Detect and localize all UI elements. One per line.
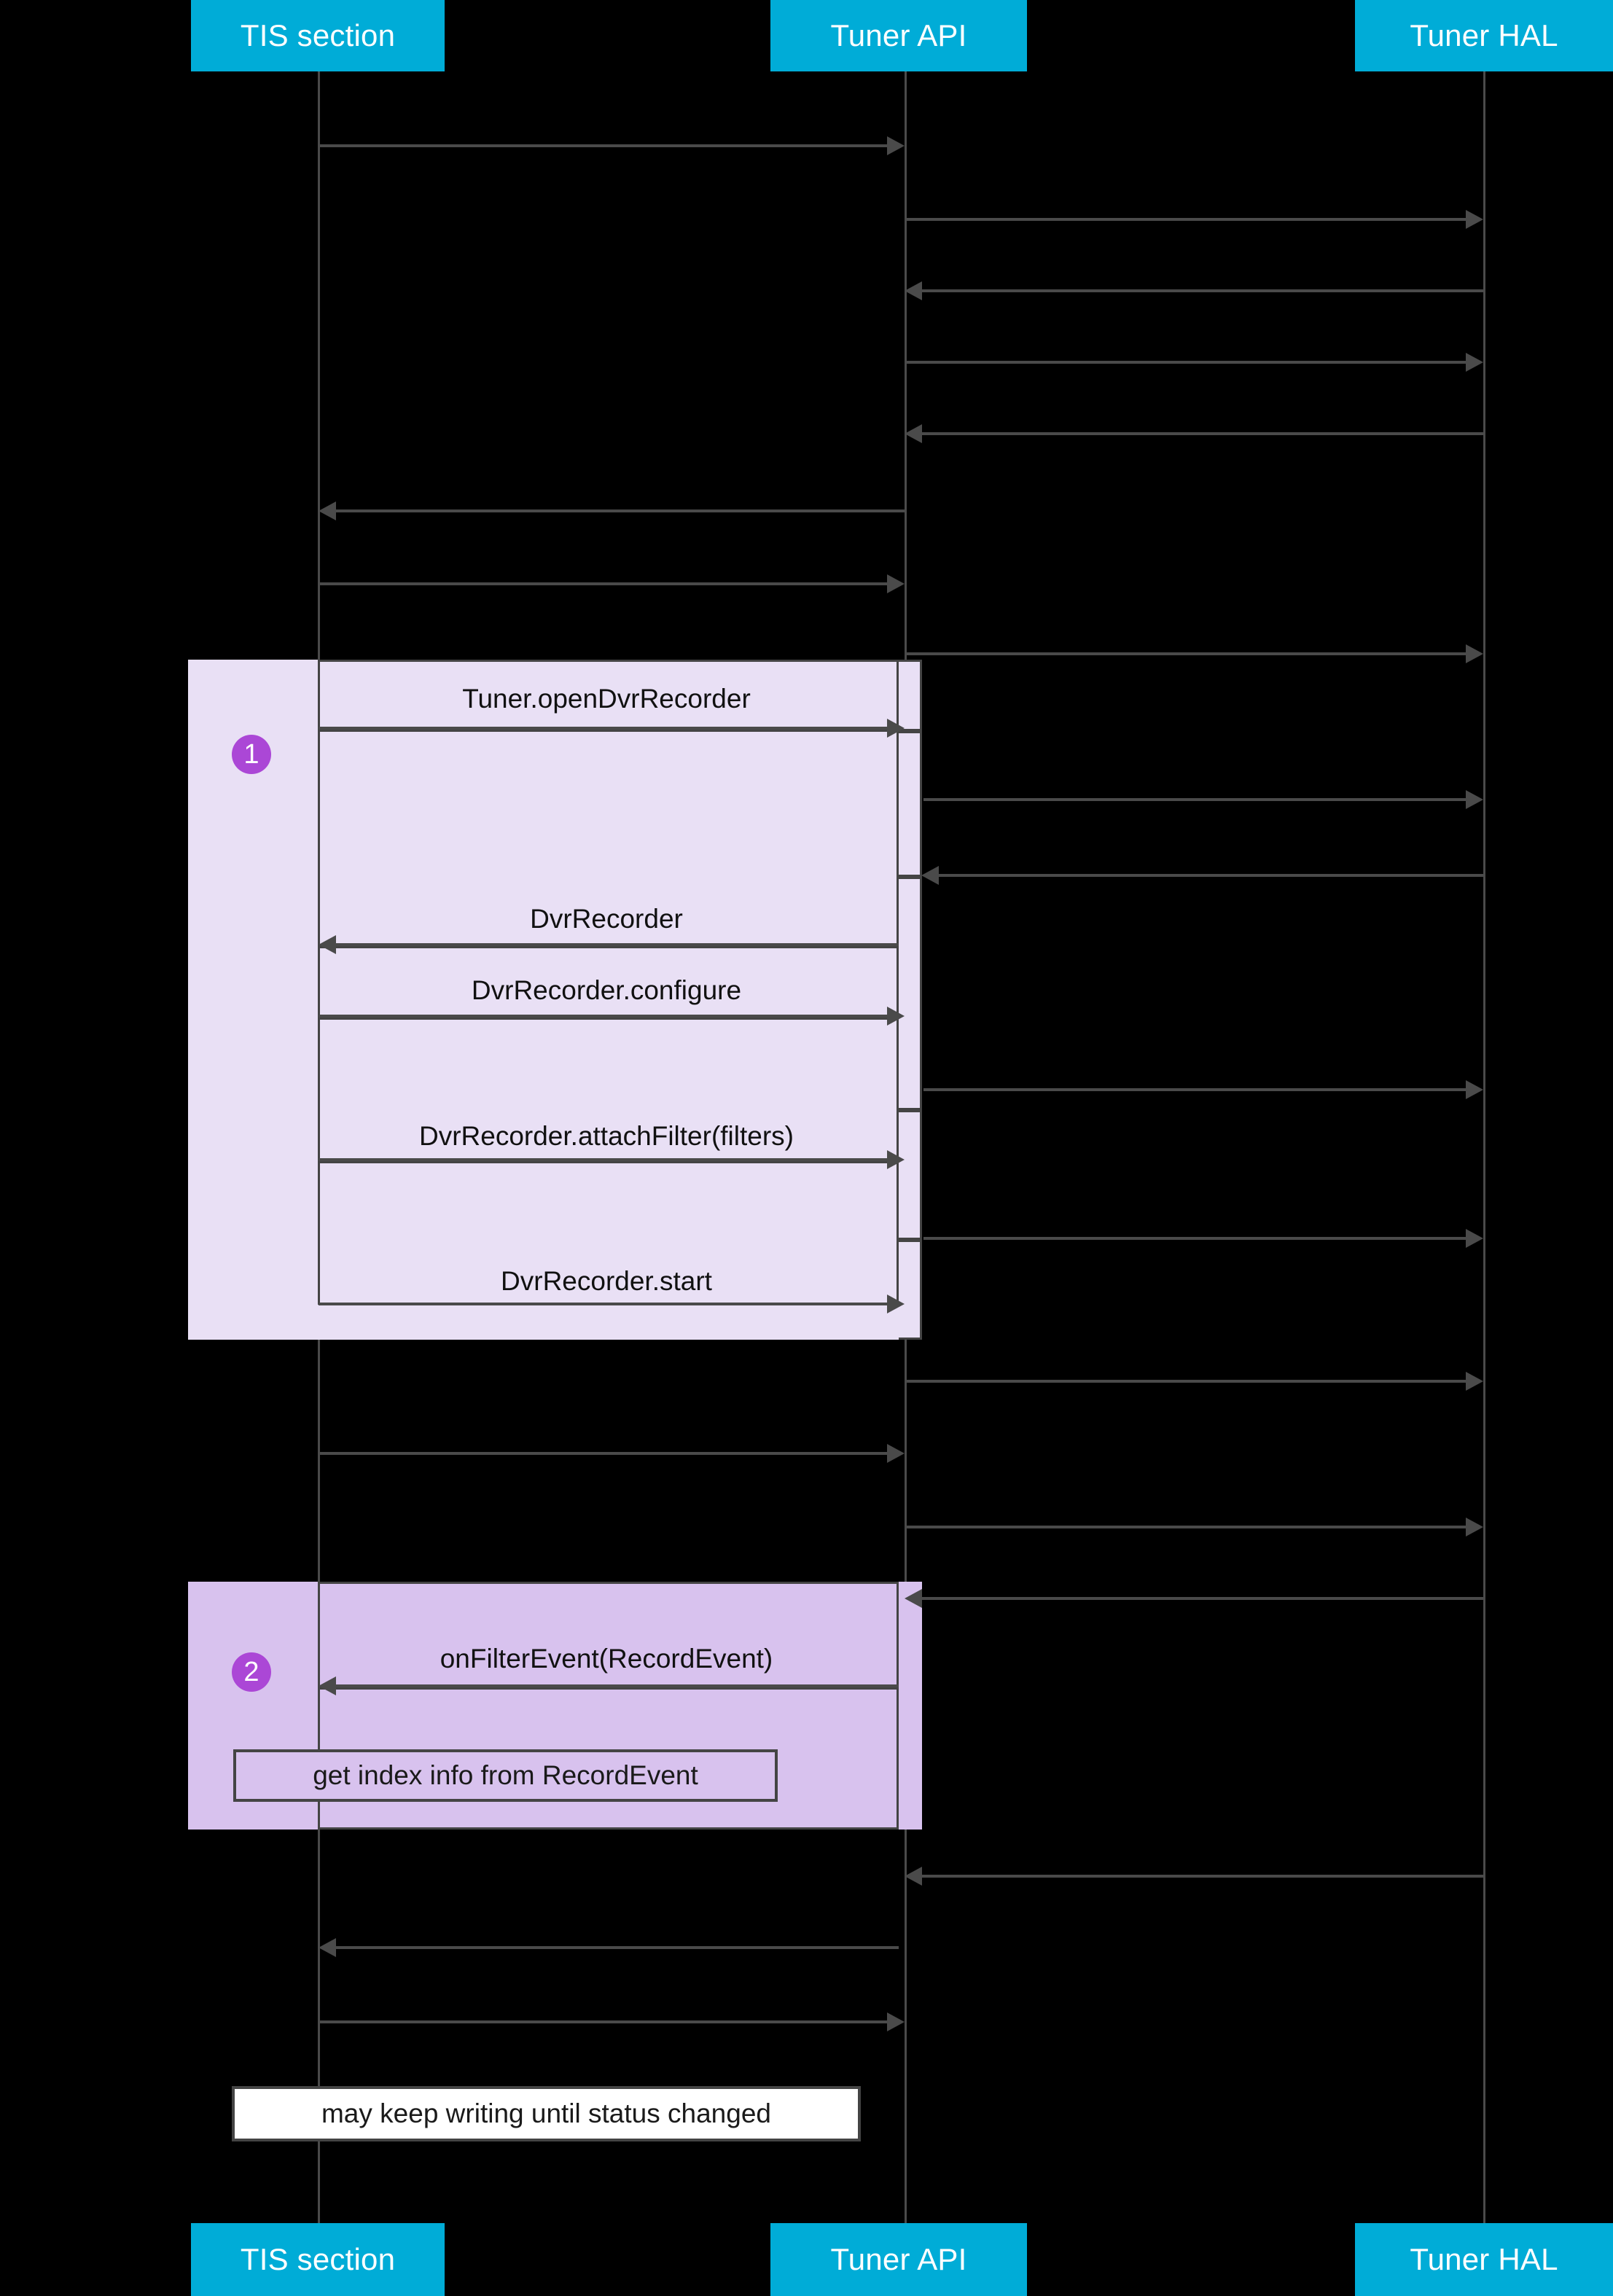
message-arrowhead-right <box>1466 353 1483 372</box>
message-line <box>336 1946 899 1949</box>
lifeline-tuner-hal <box>1483 71 1485 2223</box>
message-line <box>923 1088 1473 1091</box>
message-arrowhead-right <box>1466 790 1483 809</box>
message-arrowhead-right <box>887 1295 905 1313</box>
message-arrowhead-right <box>1466 1518 1483 1536</box>
message-line <box>319 144 894 147</box>
message-arrowhead-right <box>887 2012 905 2031</box>
fragment-1-badge: 1 <box>232 735 271 774</box>
message-label: Tuner.openDvrRecorder <box>462 684 751 714</box>
message-arrowhead-left <box>905 1867 922 1886</box>
message-arrowhead-right <box>887 1007 905 1026</box>
message-arrowhead-left <box>319 1938 336 1957</box>
message-arrowhead-right <box>887 1150 905 1169</box>
fragment-1-right-band <box>899 660 922 731</box>
message-arrowhead-left <box>905 281 922 300</box>
message-line <box>336 943 899 946</box>
fragment-1-right-band <box>899 731 922 877</box>
participant-header-tuner-api[interactable]: Tuner API <box>770 0 1027 71</box>
message-line <box>922 1875 1484 1878</box>
message-line <box>319 1158 894 1161</box>
participant-footer-tuner-api[interactable]: Tuner API <box>770 2223 1027 2296</box>
participant-footer-tuner-hal[interactable]: Tuner HAL <box>1355 2223 1613 2296</box>
message-arrowhead-left <box>319 935 336 954</box>
message-line <box>336 1684 899 1687</box>
message-line <box>922 1597 1484 1600</box>
message-arrowhead-right <box>887 719 905 738</box>
message-line <box>319 727 894 730</box>
message-arrowhead-left <box>905 424 922 443</box>
message-arrowhead-right <box>1466 1229 1483 1248</box>
message-arrowhead-right <box>1466 1372 1483 1391</box>
message-arrowhead-left <box>921 866 939 885</box>
fragment-1-right-band <box>899 877 922 1110</box>
message-label: DvrRecorder.start <box>501 1266 712 1296</box>
participant-header-tis-section[interactable]: TIS section <box>191 0 445 71</box>
message-line <box>319 582 894 585</box>
message-arrowhead-left <box>319 501 336 520</box>
message-line <box>906 1526 1473 1528</box>
message-line <box>319 1303 894 1305</box>
message-label: DvrRecorder.attachFilter(filters) <box>418 1121 794 1151</box>
message-line <box>906 652 1473 655</box>
message-label: onFilterEvent(RecordEvent) <box>440 1644 773 1674</box>
message-arrowhead-right <box>1466 644 1483 663</box>
message-line <box>906 361 1473 364</box>
message-arrowhead-left <box>905 1589 922 1608</box>
message-line <box>906 1380 1473 1383</box>
message-line <box>922 289 1484 292</box>
message-line <box>319 1015 894 1018</box>
fragment-1-right-band <box>899 1110 922 1240</box>
message-label: DvrRecorder <box>530 904 683 934</box>
fragment-2-note: get index info from RecordEvent <box>233 1749 778 1802</box>
note-may-keep-writing: may keep writing until status changed <box>232 2086 861 2141</box>
message-arrowhead-right <box>887 574 905 593</box>
message-line <box>922 432 1484 435</box>
message-line <box>939 874 1484 877</box>
message-arrowhead-right <box>1466 210 1483 229</box>
message-label: DvrRecorder.configure <box>471 975 742 1005</box>
participant-footer-tis-section[interactable]: TIS section <box>191 2223 445 2296</box>
fragment-1-right-band <box>899 1240 922 1340</box>
message-line <box>923 1237 1473 1240</box>
message-line <box>319 1452 894 1455</box>
message-arrowhead-right <box>887 136 905 155</box>
message-line <box>923 798 1473 801</box>
message-arrowhead-right <box>887 1444 905 1463</box>
message-line <box>336 509 905 512</box>
message-arrowhead-left <box>319 1676 336 1695</box>
message-line <box>906 218 1473 221</box>
fragment-2-badge: 2 <box>232 1652 271 1692</box>
message-line <box>319 2020 894 2023</box>
fragment-1 <box>188 660 922 1340</box>
message-arrowhead-right <box>1466 1080 1483 1099</box>
participant-header-tuner-hal[interactable]: Tuner HAL <box>1355 0 1613 71</box>
